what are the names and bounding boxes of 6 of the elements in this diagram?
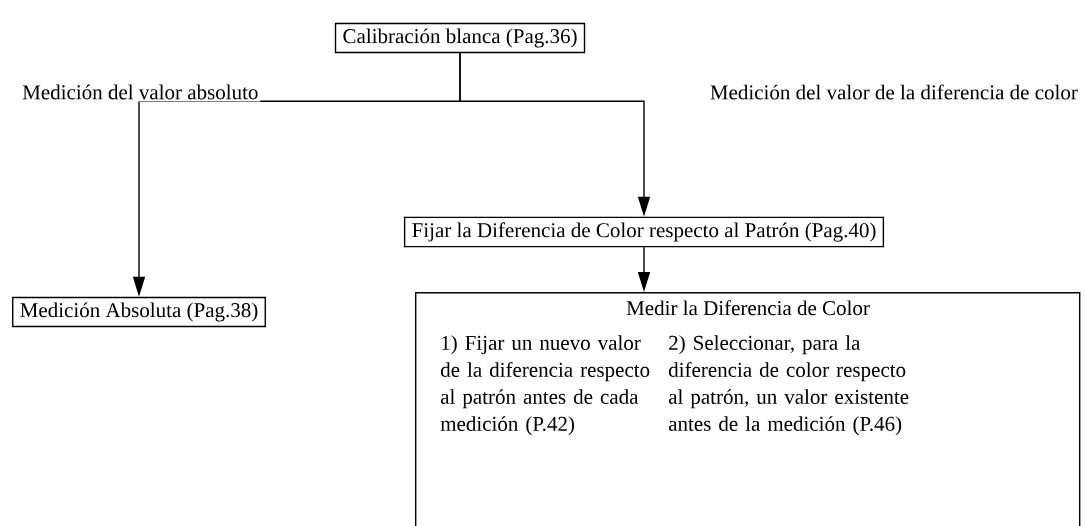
process-box: Calibración blanca (Pag.36): [334, 22, 586, 54]
edge-label: Medición del valor de la diferencia de color: [707, 82, 1080, 102]
edge-label: Medición del valor absoluto: [20, 82, 261, 102]
process-box: Fijar la Diferencia de Color respecto al Patrón (Pag.40): [403, 216, 885, 248]
process-box: Medición Absoluta (Pag.38): [12, 296, 266, 328]
process-box: Medir la Diferencia de Color 1) Fijar un nuevo valor de la diferencia respecto al patrón antes de cada medición (P.42) 2) Seleccionar, para la diferencia de color respecto al patrón, un valor existente antes de la medición (P.46): [415, 292, 1081, 526]
